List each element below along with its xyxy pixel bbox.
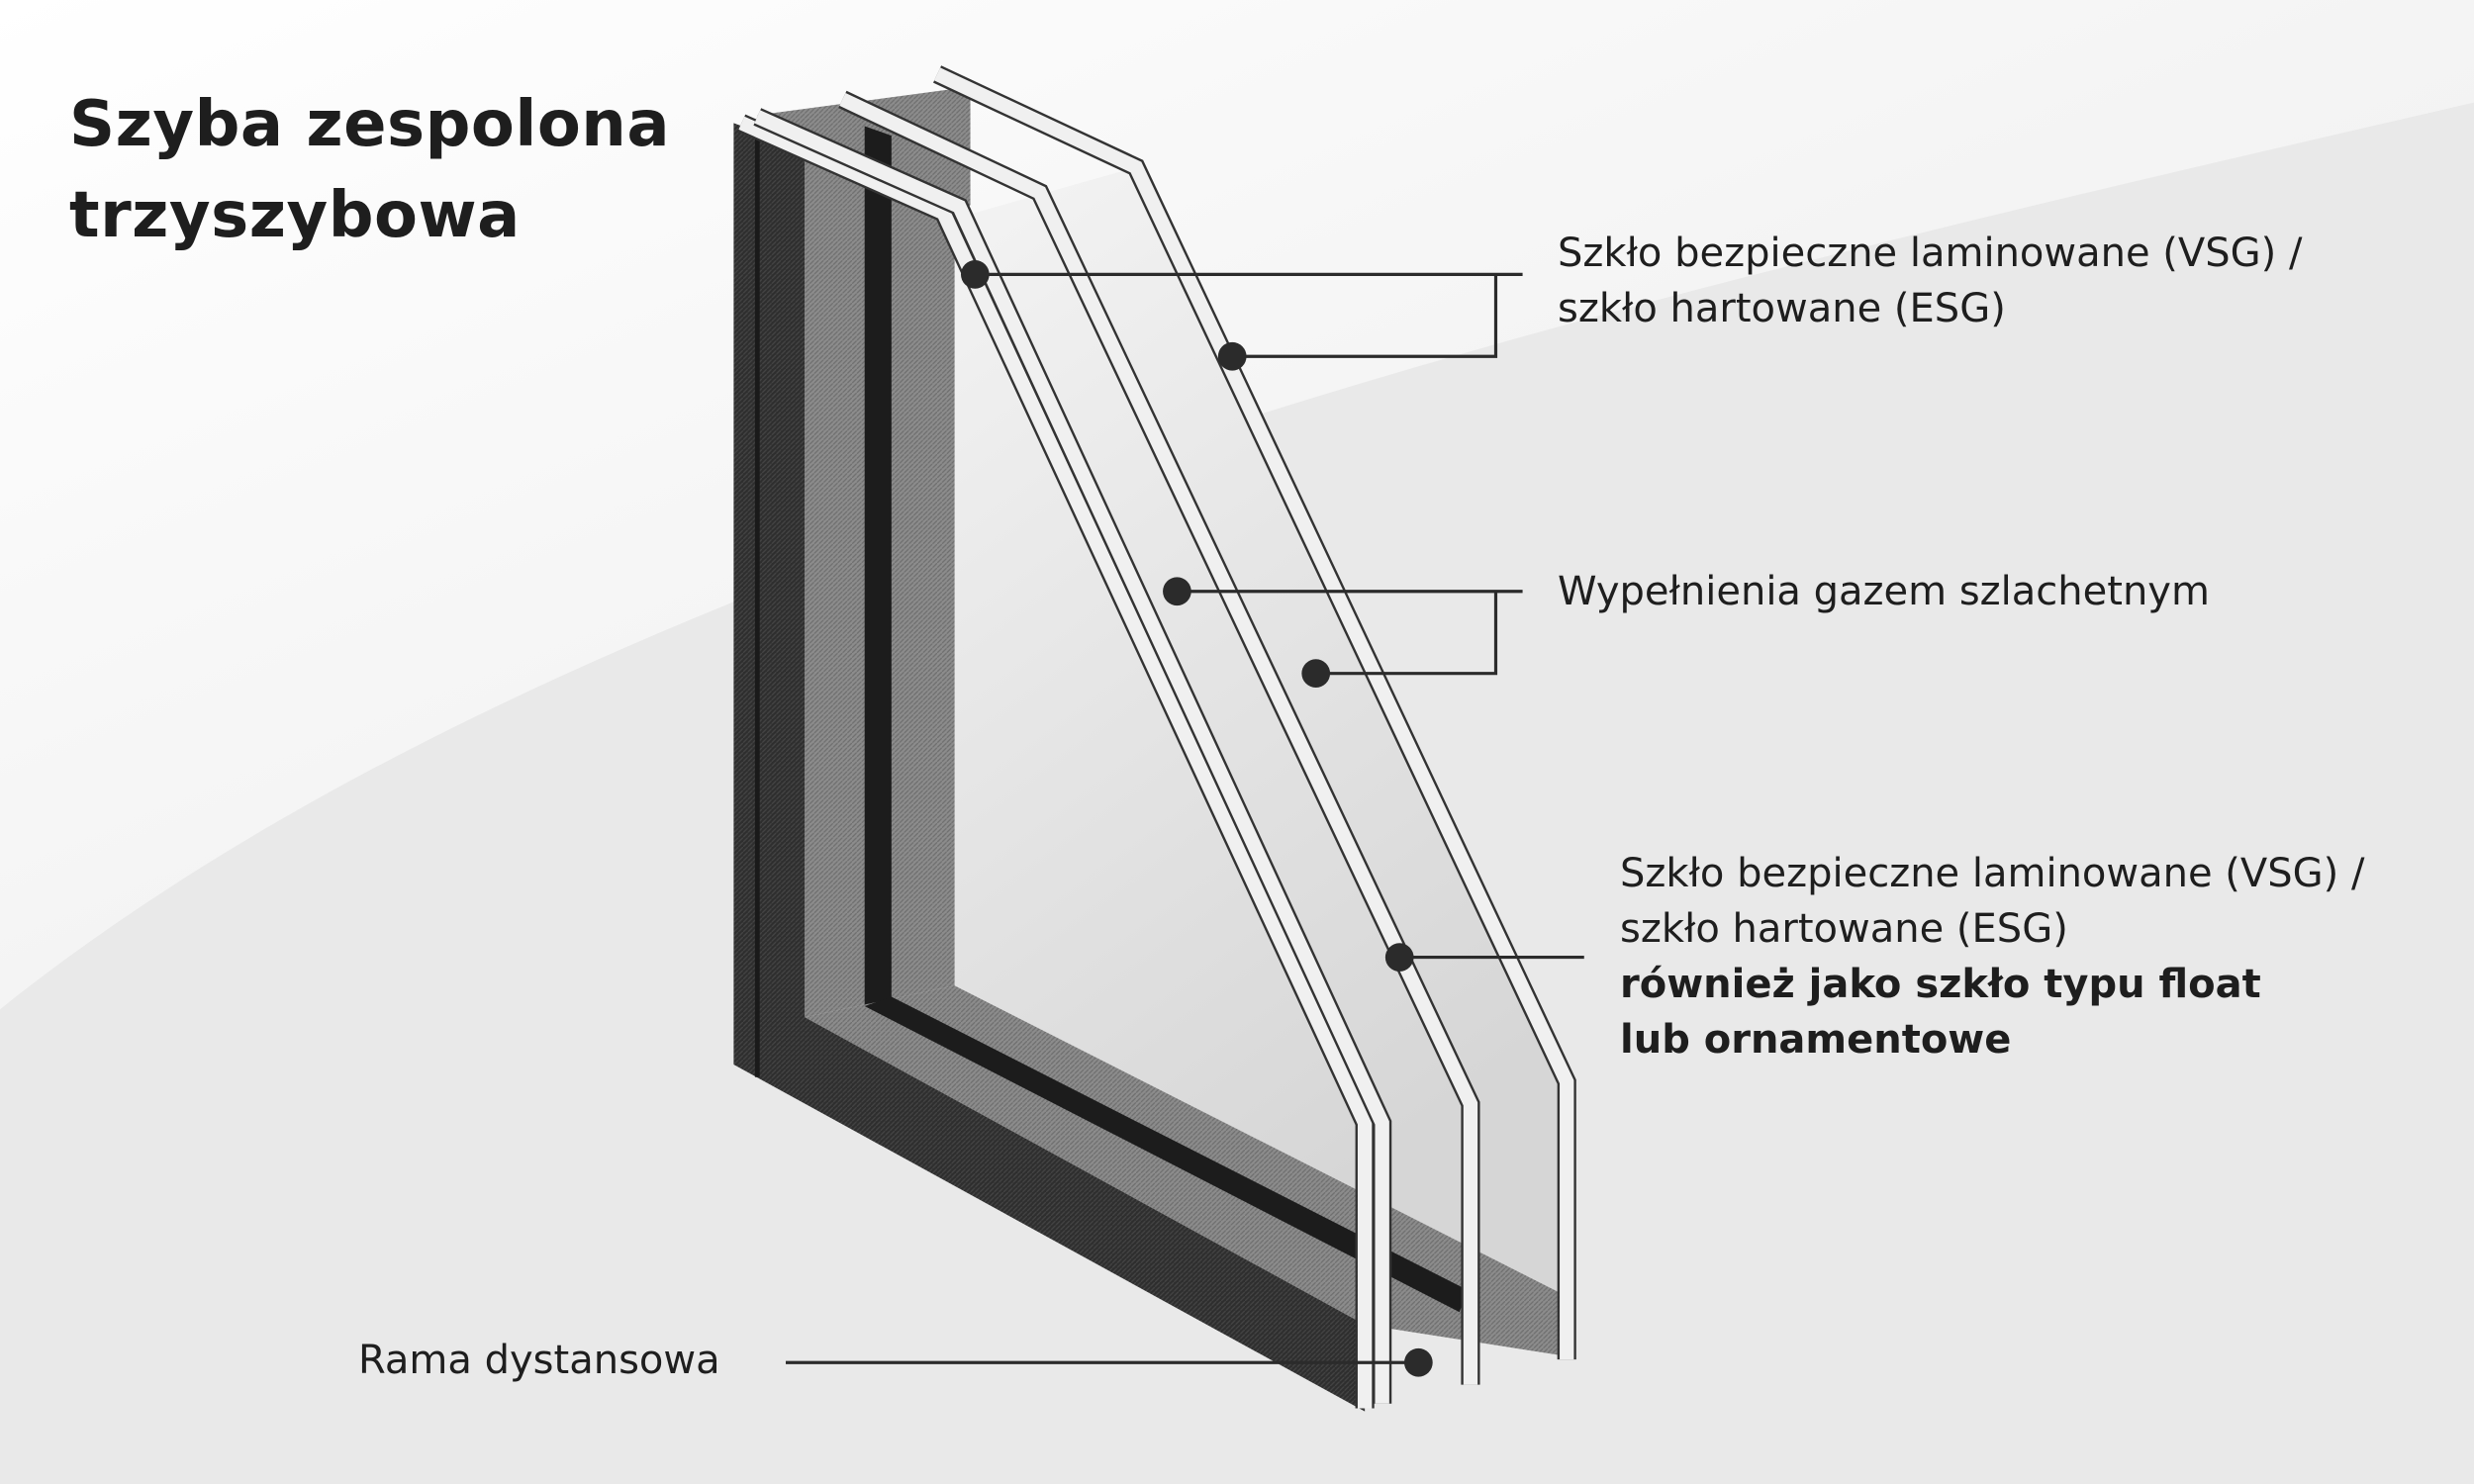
glass-panes xyxy=(737,65,1576,1409)
page-title: Szyba zespolona trzyszybowa xyxy=(69,79,670,261)
label-spacer-frame: Rama dystansowa xyxy=(358,1333,720,1388)
label-line: Wypełnienia gazem szlachetnym xyxy=(1558,569,2210,614)
label-outer-glass: Szkło bezpieczne laminowane (VSG) / szkł… xyxy=(1558,226,2302,336)
callout-lines xyxy=(786,272,1584,1364)
title-line-2: trzyszybowa xyxy=(69,179,521,252)
label-middle-glass: Szkło bezpieczne laminowane (VSG) / szkł… xyxy=(1620,846,2364,1067)
label-line-bold: lub ornamentowe xyxy=(1620,1017,2012,1063)
glass-interior xyxy=(946,166,1568,1302)
callout-dots xyxy=(960,260,1433,1377)
label-line-bold: również jako szkło typu float xyxy=(1620,962,2261,1007)
label-line: Szkło bezpieczne laminowane (VSG) / xyxy=(1558,231,2303,276)
label-line: Rama dystansowa xyxy=(358,1338,720,1383)
label-gas-fill: Wypełnienia gazem szlachetnym xyxy=(1558,564,2210,619)
label-line: szkło hartowane (ESG) xyxy=(1620,906,2068,952)
label-line: szkło hartowane (ESG) xyxy=(1558,286,2006,331)
title-line-1: Szyba zespolona xyxy=(69,88,671,161)
label-line: Szkło bezpieczne laminowane (VSG) / xyxy=(1620,851,2365,896)
